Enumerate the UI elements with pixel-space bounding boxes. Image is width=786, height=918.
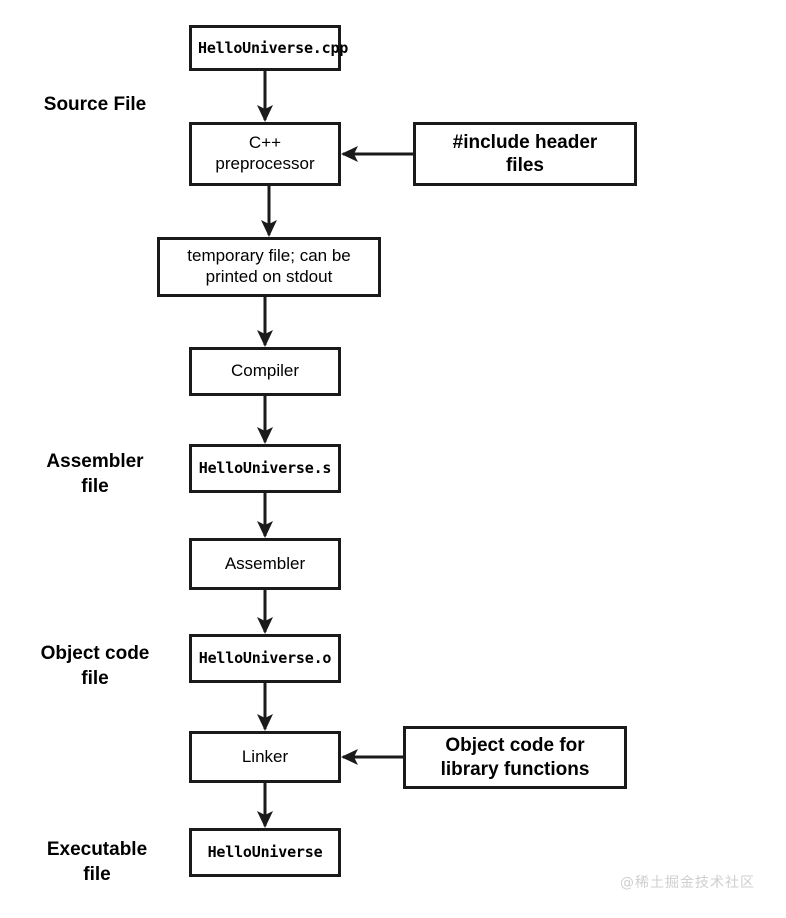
node-include-headers[interactable]: #include header files [413,122,637,186]
connector-compiler-to-asmfile [257,396,273,444]
node-label: Linker [241,746,289,766]
node-temporary-file[interactable]: temporary file; can be printed on stdout [157,237,381,297]
source-file-label: Source File [43,94,147,115]
arrowhead-left [341,146,358,162]
node-assembler-file[interactable]: HelloUniverse.s [189,444,341,493]
node-label: Assembler [224,553,306,573]
node-label: HelloUniverse [207,843,323,862]
connector-temp-to-compiler [257,297,273,347]
node-label: HelloUniverse.o [198,649,332,668]
node-label: HelloUniverse.cpp [198,38,349,57]
connector-assembler-to-objfile [257,590,273,634]
arrowhead-down [257,105,273,122]
node-source-file[interactable]: HelloUniverse.cpp [189,25,349,71]
node-label: C++ preprocessor [215,133,315,173]
node-object-code-file[interactable]: HelloUniverse.o [189,634,341,683]
arrowhead-left [341,749,358,765]
connector-headers-to-preprocessor [341,146,413,162]
node-label: HelloUniverse.s [198,459,332,478]
node-preprocessor[interactable]: C++ preprocessor [189,122,341,186]
arrowhead-down [257,427,273,444]
node-library-object-code[interactable]: Object code for library functions [403,726,627,789]
watermark: @稀土掘金技术社区 [620,875,755,891]
node-compiler[interactable]: Compiler [189,347,341,396]
connector-asmfile-to-assembler [257,493,273,538]
connector-library-to-linker [341,749,403,765]
arrowhead-down [257,811,273,828]
node-assembler[interactable]: Assembler [189,538,341,590]
node-label: Compiler [230,361,300,381]
arrowhead-down [261,220,277,237]
node-label: #include header files [452,131,598,176]
assembler-file-label: Assembler file [46,451,144,497]
node-executable-file[interactable]: HelloUniverse [189,828,341,877]
executable-file-label: Executable file [46,839,148,885]
node-label: Object code for library functions [440,735,590,780]
arrowhead-down [257,521,273,538]
connector-objfile-to-linker [257,683,273,731]
node-label: temporary file; can be printed on stdout [187,246,351,286]
connector-linker-to-executable [257,783,273,828]
arrowhead-down [257,617,273,634]
object-code-label: Object code file [40,643,150,689]
connector-source-to-preprocessor [257,71,273,122]
node-linker[interactable]: Linker [189,731,341,783]
arrowhead-down [257,330,273,347]
connector-preprocessor-to-temp [261,186,277,237]
arrowhead-down [257,714,273,731]
